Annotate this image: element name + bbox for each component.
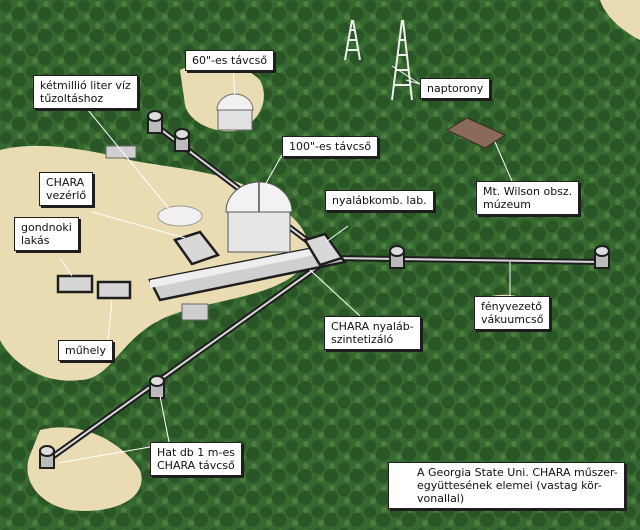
chara-telescope-w2 [39, 445, 55, 469]
label-chara-control: CHARA vezérlő [39, 172, 94, 206]
chara-telescope-e1 [389, 245, 405, 269]
telescope-60-dome [216, 93, 254, 131]
label-workshop: műhely [58, 340, 113, 361]
label-beam-combiner-lab: nyalábkomb. lab. [325, 190, 434, 211]
callout-lines [57, 65, 513, 464]
label-caretaker-house: gondnoki lakás [14, 217, 79, 251]
workshop-building [96, 280, 132, 300]
misc-building [105, 145, 209, 321]
telescope-100-dome [225, 181, 293, 253]
label-beam-synthesizer: CHARA nyaláb- szintetizáló [324, 316, 421, 350]
chara-control-building [172, 230, 221, 266]
label-vacuum-pipe: fényvezető vákuumcső [474, 296, 551, 330]
water-tank [157, 205, 203, 227]
label-telescope-100: 100"-es távcső [282, 136, 379, 157]
solar-tower-1 [344, 19, 361, 61]
legend-text: A Georgia State Uni. CHARA műszer- együt… [388, 462, 625, 509]
label-solar-tower: naptorony [420, 78, 491, 99]
beam-combiner-lab [303, 232, 345, 267]
beam-synthesizer-building [148, 243, 348, 302]
chara-telescope-s2 [174, 128, 190, 152]
label-telescope-60: 60"-es távcső [185, 50, 275, 71]
chara-telescope-e2 [594, 245, 610, 269]
label-six-telescopes: Hat db 1 m-es CHARA távcső [150, 442, 242, 476]
caretaker-house [56, 274, 94, 294]
chara-telescope-w1 [149, 375, 165, 399]
museum-building [445, 117, 507, 149]
chara-telescope-s1 [147, 110, 163, 134]
label-museum: Mt. Wilson obsz. múzeum [476, 181, 580, 215]
solar-tower-2 [391, 19, 413, 101]
label-water-storage: kétmillió liter víz tűzoltáshoz [33, 75, 138, 109]
